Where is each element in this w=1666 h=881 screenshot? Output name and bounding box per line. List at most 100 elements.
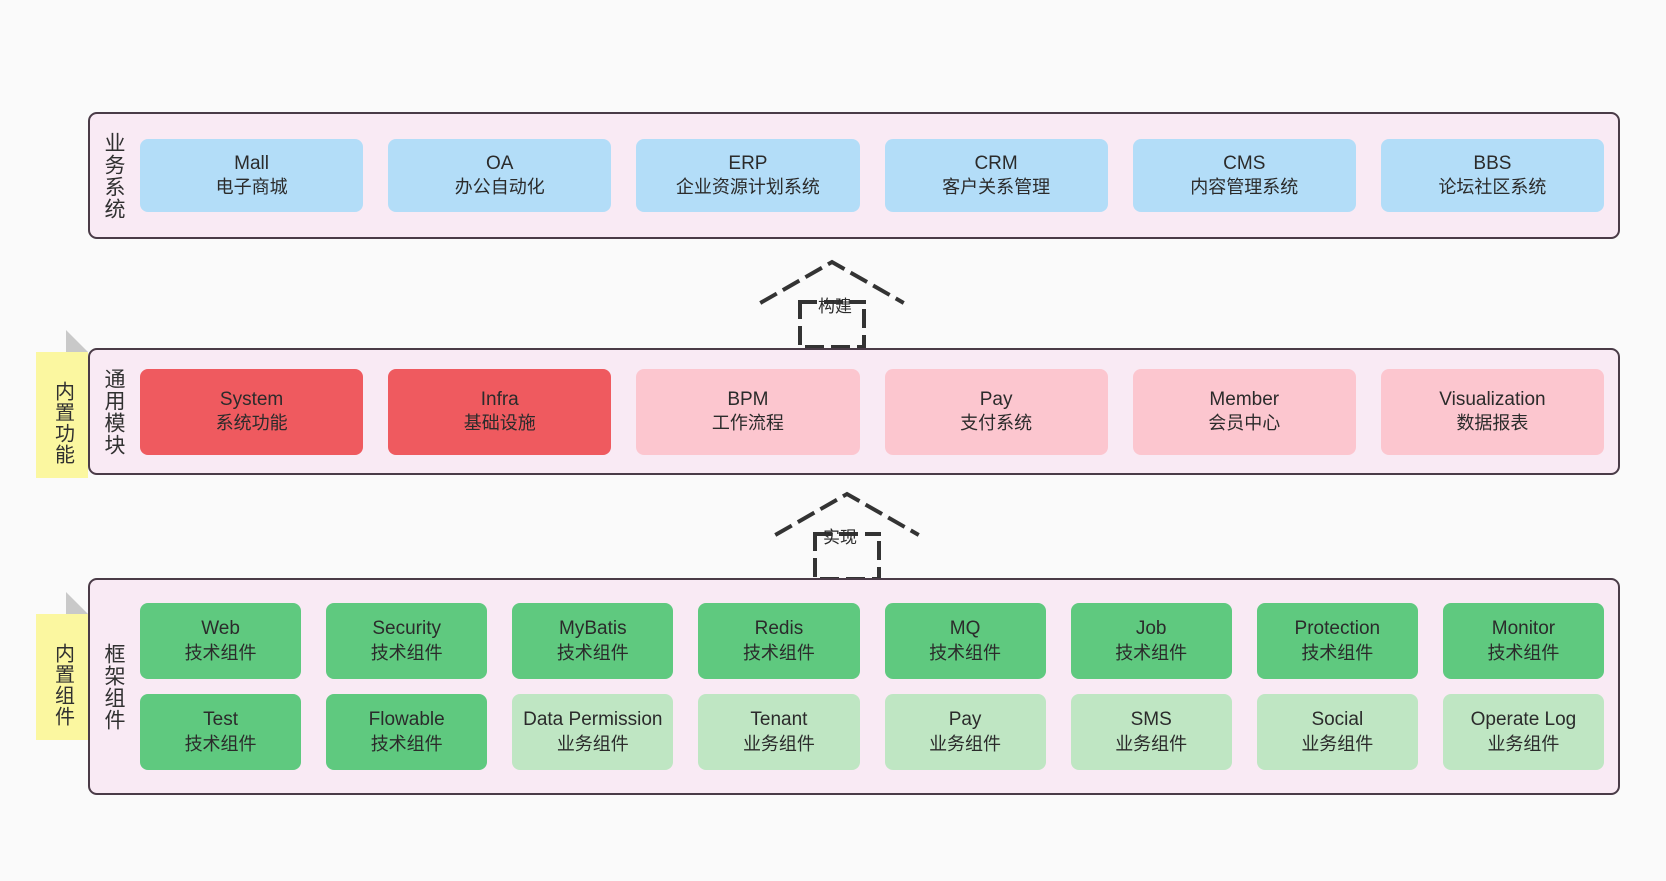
box-crm[interactable]: CRM 客户关系管理: [884, 139, 1108, 212]
box-subtitle: 技术组件: [1115, 642, 1188, 663]
connector-build-label: 构建: [818, 297, 852, 316]
box-title: Protection: [1294, 618, 1381, 640]
box-bpm[interactable]: BPM 工作流程: [636, 368, 860, 455]
box-infra[interactable]: Infra 基础设施: [388, 368, 612, 455]
box-subtitle: 技术组件: [370, 642, 443, 663]
layer-framework-components: 框架组件 Web 技术组件 Security 技术组件 MyBatis 技术组件…: [88, 578, 1620, 795]
generalization-arrow-icon: [759, 259, 905, 349]
box-subtitle: 电子商城: [215, 177, 288, 198]
box-subtitle: 业务组件: [929, 733, 1002, 754]
box-subtitle: 技术组件: [929, 642, 1002, 663]
box-flowable[interactable]: Flowable 技术组件: [326, 694, 488, 770]
box-operate-log[interactable]: Operate Log 业务组件: [1442, 694, 1604, 770]
box-subtitle: 技术组件: [742, 642, 815, 663]
box-pay-component[interactable]: Pay 业务组件: [884, 694, 1046, 770]
box-title: Member: [1209, 388, 1280, 410]
box-subtitle: 技术组件: [370, 733, 443, 754]
box-mall[interactable]: Mall 电子商城: [140, 139, 364, 212]
box-subtitle: 工作流程: [711, 413, 784, 434]
box-subtitle: 支付系统: [960, 413, 1033, 434]
box-title: Infra: [480, 388, 519, 410]
box-test[interactable]: Test 技术组件: [140, 694, 302, 770]
sticky-note-builtin-features: 内置功能: [36, 352, 88, 478]
box-title: Test: [203, 709, 238, 731]
box-subtitle: 系统功能: [215, 413, 288, 434]
layer-label-framework: 框架组件: [101, 642, 125, 731]
box-cms[interactable]: CMS 内容管理系统: [1132, 139, 1356, 212]
box-social[interactable]: Social 业务组件: [1256, 694, 1418, 770]
box-subtitle: 技术组件: [184, 733, 257, 754]
row-framework-1: Web 技术组件 Security 技术组件 MyBatis 技术组件 Redi…: [140, 603, 1604, 679]
box-title: MyBatis: [559, 618, 627, 640]
layer-body-business: Mall 电子商城 OA 办公自动化 ERP 企业资源计划系统 CRM 客户关系…: [136, 114, 1618, 237]
box-title: Redis: [754, 618, 804, 640]
box-protection[interactable]: Protection 技术组件: [1256, 603, 1418, 679]
box-job[interactable]: Job 技术组件: [1070, 603, 1232, 679]
box-title: CMS: [1223, 152, 1266, 174]
box-data-permission[interactable]: Data Permission 业务组件: [512, 694, 674, 770]
box-system[interactable]: System 系统功能: [140, 368, 364, 455]
box-title: Tenant: [750, 709, 808, 731]
box-subtitle: 业务组件: [1487, 733, 1560, 754]
box-title: Social: [1311, 709, 1364, 731]
box-sms[interactable]: SMS 业务组件: [1070, 694, 1232, 770]
box-subtitle: 业务组件: [1115, 733, 1188, 754]
box-title: BBS: [1473, 152, 1512, 174]
box-title: Operate Log: [1470, 709, 1577, 731]
box-title: Pay: [979, 388, 1013, 410]
box-title: SMS: [1130, 709, 1172, 731]
box-subtitle: 客户关系管理: [942, 177, 1051, 198]
box-subtitle: 数据报表: [1456, 413, 1529, 434]
box-tenant[interactable]: Tenant 业务组件: [698, 694, 860, 770]
box-subtitle: 办公自动化: [454, 177, 545, 198]
box-title: Data Permission: [523, 709, 663, 731]
row-framework-2: Test 技术组件 Flowable 技术组件 Data Permission …: [140, 694, 1604, 770]
box-member[interactable]: Member 会员中心: [1132, 368, 1356, 455]
layer-body-common: System 系统功能 Infra 基础设施 BPM 工作流程 Pay 支付系统…: [136, 350, 1618, 473]
box-title: OA: [486, 152, 514, 174]
connector-build: [742, 252, 922, 352]
box-title: Pay: [948, 709, 982, 731]
box-title: Monitor: [1491, 618, 1556, 640]
box-subtitle: 企业资源计划系统: [675, 177, 820, 198]
box-web[interactable]: Web 技术组件: [140, 603, 302, 679]
box-pay-module[interactable]: Pay 支付系统: [884, 368, 1108, 455]
layer-business-systems: 业务系统 Mall 电子商城 OA 办公自动化 ERP 企业资源计划系统 CRM…: [88, 112, 1620, 239]
box-erp[interactable]: ERP 企业资源计划系统: [636, 139, 860, 212]
box-title: Flowable: [368, 709, 445, 731]
box-mq[interactable]: MQ 技术组件: [884, 603, 1046, 679]
row-common-1: System 系统功能 Infra 基础设施 BPM 工作流程 Pay 支付系统…: [140, 368, 1605, 455]
box-oa[interactable]: OA 办公自动化: [388, 139, 612, 212]
layer-label-common: 通用模块: [101, 367, 125, 456]
box-title: Visualization: [1439, 388, 1546, 410]
box-title: Security: [372, 618, 441, 640]
box-security[interactable]: Security 技术组件: [326, 603, 488, 679]
box-monitor[interactable]: Monitor 技术组件: [1442, 603, 1604, 679]
box-subtitle: 会员中心: [1208, 413, 1281, 434]
box-mybatis[interactable]: MyBatis 技术组件: [512, 603, 674, 679]
box-subtitle: 技术组件: [556, 642, 629, 663]
box-subtitle: 业务组件: [1301, 733, 1374, 754]
box-subtitle: 内容管理系统: [1190, 177, 1299, 198]
box-subtitle: 业务组件: [742, 733, 815, 754]
box-title: BPM: [727, 388, 769, 410]
box-visualization[interactable]: Visualization 数据报表: [1380, 368, 1605, 455]
box-subtitle: 技术组件: [1301, 642, 1374, 663]
connector-implement-label: 实现: [823, 528, 857, 547]
box-title: ERP: [728, 152, 768, 174]
layer-label-business: 业务系统: [101, 131, 125, 220]
box-subtitle: 技术组件: [184, 642, 257, 663]
box-title: System: [219, 388, 284, 410]
layer-body-framework: Web 技术组件 Security 技术组件 MyBatis 技术组件 Redi…: [136, 580, 1618, 793]
box-title: Mall: [234, 152, 269, 174]
box-subtitle: 业务组件: [556, 733, 629, 754]
box-title: CRM: [974, 152, 1018, 174]
box-subtitle: 技术组件: [1487, 642, 1560, 663]
box-title: Job: [1135, 618, 1167, 640]
box-redis[interactable]: Redis 技术组件: [698, 603, 860, 679]
sticky-note-builtin-components: 内置组件: [36, 614, 88, 740]
box-bbs[interactable]: BBS 论坛社区系统: [1380, 139, 1605, 212]
box-subtitle: 基础设施: [463, 413, 536, 434]
box-title: Web: [201, 618, 240, 640]
